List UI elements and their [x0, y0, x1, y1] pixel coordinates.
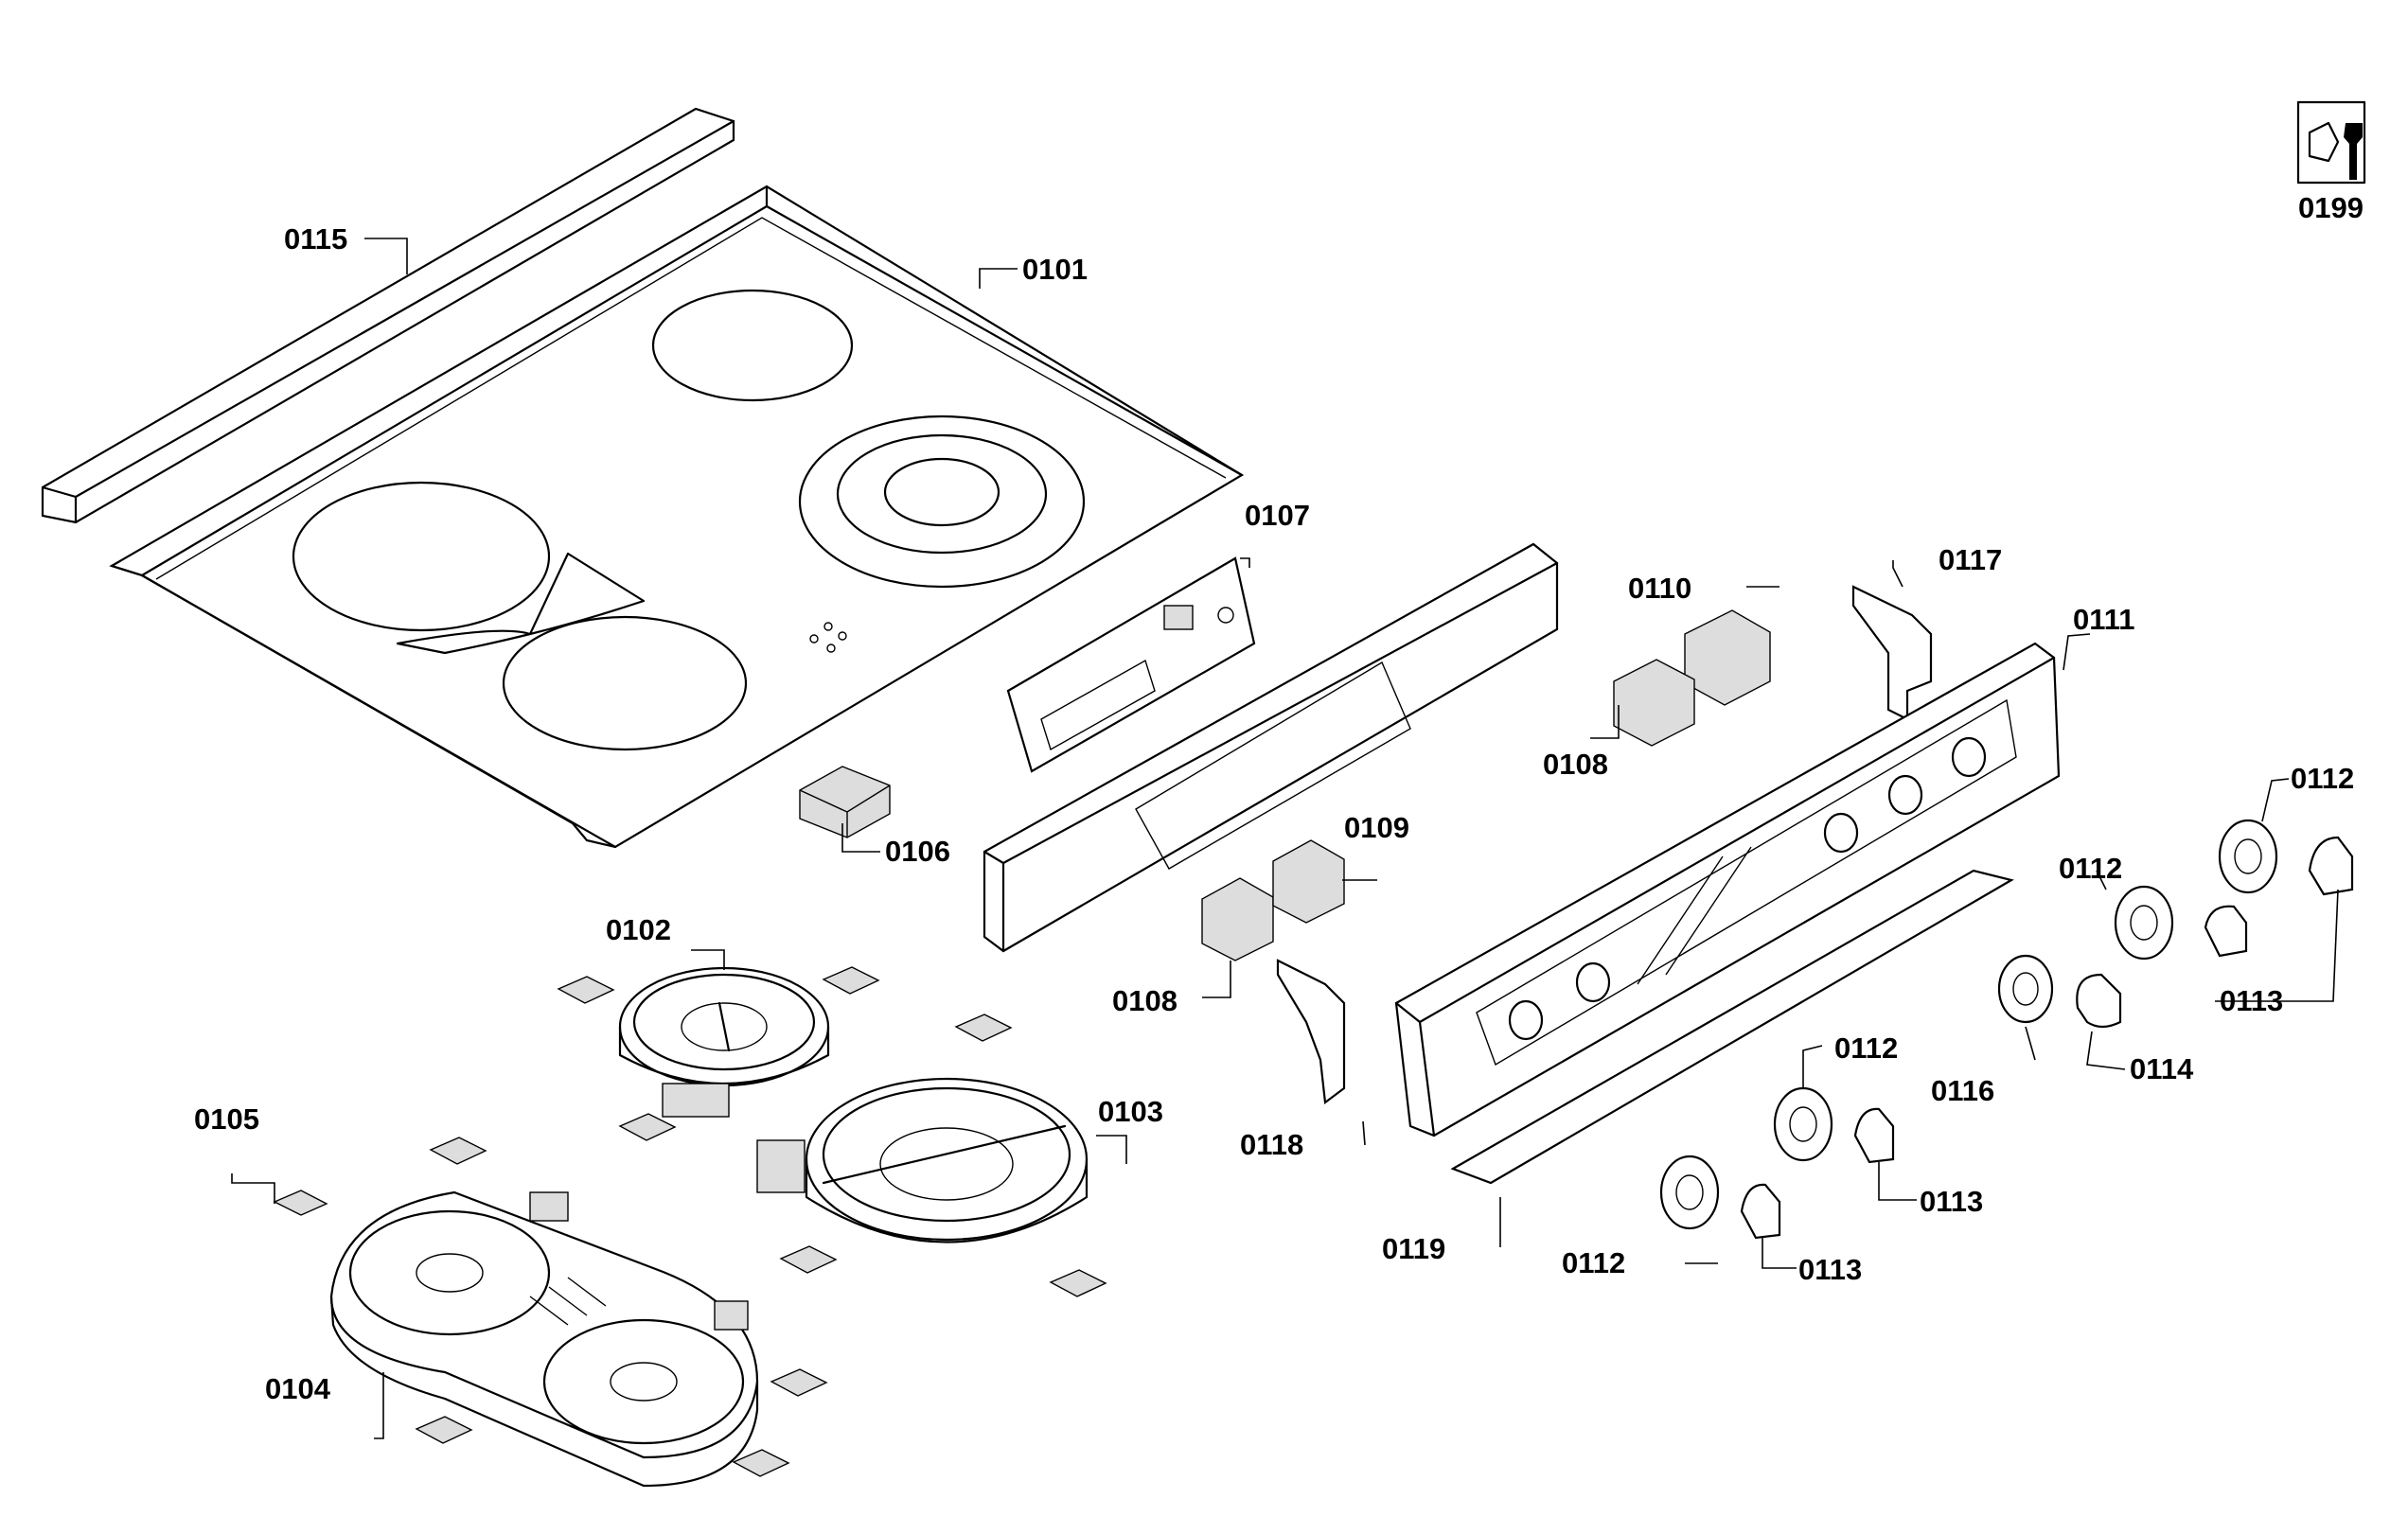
part-0111-control-panel[interactable]: [1394, 642, 2061, 1137]
part-0113-knob-d[interactable]: [1740, 1183, 1781, 1240]
label-0112-a: 0112: [2291, 762, 2354, 795]
label-0111: 0111: [2073, 603, 2135, 636]
part-0119-trim-strip[interactable]: [1450, 869, 2014, 1185]
label-0108-lower: 0108: [1112, 984, 1177, 1017]
label-0113-c: 0113: [1798, 1253, 1862, 1286]
label-0115: 0115: [284, 222, 347, 256]
part-0112-bezel-a[interactable]: [2218, 819, 2278, 894]
part-0106-switch-block[interactable]: [799, 766, 891, 838]
part-0117-bracket[interactable]: [1851, 585, 1933, 721]
part-0113-knob-a[interactable]: [2308, 836, 2354, 896]
label-0112-b: 0112: [2059, 852, 2122, 885]
label-0117: 0117: [1939, 543, 2002, 576]
label-0106: 0106: [885, 835, 950, 868]
part-0101-glass-cooktop[interactable]: [109, 185, 1245, 849]
part-0112-bezel-d[interactable]: [1659, 1155, 1720, 1230]
label-0112-c: 0112: [1834, 1031, 1898, 1065]
part-0118-bracket[interactable]: [1276, 959, 1346, 1105]
part-control-panel-bracket[interactable]: [983, 542, 1559, 953]
label-0118: 0118: [1240, 1128, 1303, 1161]
label-0107: 0107: [1245, 499, 1310, 532]
callout-labels: 0115 0101 0107 0106 0102 0103 0104 0105 …: [194, 191, 2364, 1405]
label-0119: 0119: [1382, 1232, 1445, 1265]
part-0104-dual-heating-element[interactable]: [329, 1190, 759, 1488]
part-0116-ring[interactable]: [1997, 954, 2054, 1024]
label-0102: 0102: [606, 913, 671, 946]
label-0109: 0109: [1344, 811, 1409, 844]
label-0105: 0105: [194, 1102, 259, 1136]
part-0103-heating-element[interactable]: [756, 1077, 1089, 1243]
label-0103: 0103: [1098, 1095, 1163, 1128]
part-0113-knob-c[interactable]: [1853, 1107, 1895, 1164]
part-0110-switch[interactable]: [1684, 609, 1771, 706]
part-0112-bezel-c[interactable]: [1773, 1086, 1833, 1162]
part-0199-service-kit[interactable]: [2296, 100, 2366, 185]
part-0114-knob[interactable]: [2076, 973, 2122, 1029]
part-0113-knob-b[interactable]: [2204, 905, 2248, 958]
label-0114: 0114: [2130, 1052, 2194, 1085]
label-0113-a: 0113: [2220, 984, 2283, 1017]
part-0108-switch-upper[interactable]: [1613, 659, 1695, 747]
label-0104: 0104: [265, 1372, 331, 1405]
label-0113-b: 0113: [1920, 1185, 1983, 1218]
wrench-nut-icon: [2308, 121, 2363, 180]
label-0108-upper: 0108: [1543, 748, 1608, 781]
label-0101: 0101: [1022, 253, 1088, 286]
part-0115-trim-strip[interactable]: [41, 107, 735, 524]
part-0108-switch-lower[interactable]: [1201, 877, 1274, 961]
retaining-clips: [415, 966, 1107, 1477]
label-0116: 0116: [1931, 1074, 1994, 1107]
leader-lines: [231, 238, 2339, 1439]
label-0110: 0110: [1628, 572, 1691, 605]
part-0102-heating-element[interactable]: [618, 966, 830, 1118]
part-0107-control-board[interactable]: [1006, 556, 1256, 773]
part-0105-clip[interactable]: [273, 1190, 328, 1216]
label-0112-d: 0112: [1562, 1246, 1625, 1279]
part-0109-switch[interactable]: [1272, 839, 1345, 924]
label-0199: 0199: [2298, 191, 2364, 224]
part-0112-bezel-b[interactable]: [2114, 885, 2174, 961]
